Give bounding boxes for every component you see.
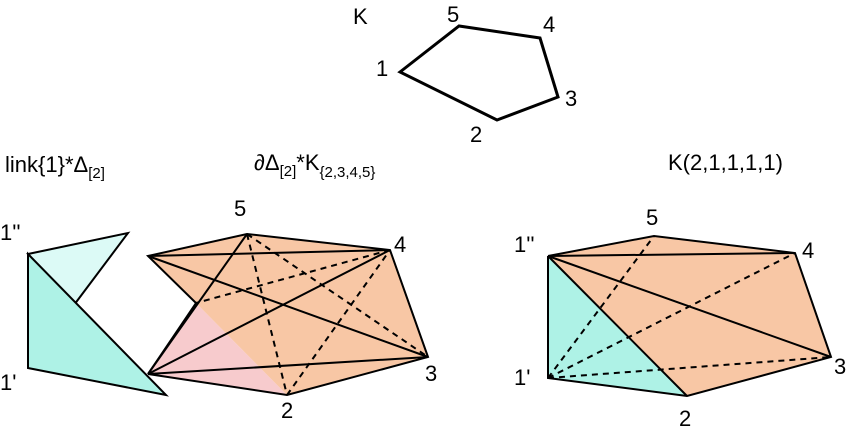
middle-title-k: K bbox=[305, 150, 320, 175]
middle-vertex-3: 3 bbox=[425, 361, 437, 386]
pentagon-k: K 1 5 4 3 2 bbox=[353, 2, 577, 147]
k-vertex-2: 2 bbox=[470, 122, 482, 147]
pentagon-k-outline bbox=[397, 24, 560, 122]
left-vertex-1p: 1' bbox=[0, 370, 16, 395]
left-title-sub: [2] bbox=[88, 165, 105, 182]
right-vertex-3: 3 bbox=[834, 354, 846, 379]
right-vertex-4: 4 bbox=[802, 238, 814, 263]
middle-edge-b-4 bbox=[147, 249, 391, 375]
right-edge-1pp-4 bbox=[547, 252, 796, 257]
left-title-star: * bbox=[65, 152, 74, 177]
middle-dashed-4-p bbox=[195, 249, 391, 304]
middle-edge-a-3 bbox=[147, 255, 429, 358]
left-title-delta: Δ bbox=[74, 152, 89, 177]
right-vertex-1pp: 1'' bbox=[514, 232, 535, 257]
right-vertex-2: 2 bbox=[679, 406, 691, 431]
k-vertex-4: 4 bbox=[543, 12, 555, 37]
right-figure: 1'' 1' 5 4 3 2 bbox=[514, 205, 846, 431]
right-title: K(2,1,1,1,1) bbox=[668, 150, 783, 175]
k-vertex-1: 1 bbox=[376, 56, 388, 81]
k-vertex-3: 3 bbox=[565, 86, 577, 111]
middle-title-sub1: [2] bbox=[280, 163, 297, 180]
middle-vertex-4: 4 bbox=[394, 232, 406, 257]
right-vertex-5: 5 bbox=[646, 205, 658, 230]
right-dashed-1p-4 bbox=[547, 252, 796, 379]
middle-edge-a-4 bbox=[147, 249, 391, 257]
k-title: K bbox=[353, 4, 368, 29]
middle-outline bbox=[145, 232, 430, 397]
middle-title-sub2: {2,3,4,5} bbox=[320, 164, 376, 181]
left-figure: 1'' 1' bbox=[0, 220, 169, 397]
right-dashed-1p-5 bbox=[547, 235, 655, 379]
left-title: link{1}*Δ[2] bbox=[5, 152, 105, 182]
middle-vertex-2: 2 bbox=[281, 398, 293, 423]
middle-title-partial: ∂Δ bbox=[254, 150, 280, 175]
middle-edge-b-3 bbox=[147, 356, 429, 375]
right-dashed-1p-3 bbox=[547, 356, 832, 379]
middle-dashed-2-4 bbox=[286, 249, 391, 396]
middle-dashed-5-2 bbox=[246, 233, 288, 396]
k-vertex-5: 5 bbox=[447, 2, 459, 27]
left-vertex-1pp: 1'' bbox=[0, 220, 21, 245]
left-title-link: link{1} bbox=[5, 152, 65, 177]
right-orange-face bbox=[548, 236, 831, 396]
middle-vertex-5: 5 bbox=[234, 196, 246, 221]
right-vertex-1p: 1' bbox=[514, 365, 530, 390]
left-lower-triangle bbox=[27, 251, 169, 397]
middle-edge-b-5 bbox=[147, 233, 248, 375]
middle-title-star: * bbox=[296, 150, 305, 175]
middle-title: ∂Δ[2]*K{2,3,4,5} bbox=[254, 150, 375, 181]
right-edge-1pp-2 bbox=[547, 255, 688, 397]
middle-figure: 5 4 3 2 bbox=[145, 196, 437, 423]
middle-dashed-5-3 bbox=[246, 233, 429, 358]
